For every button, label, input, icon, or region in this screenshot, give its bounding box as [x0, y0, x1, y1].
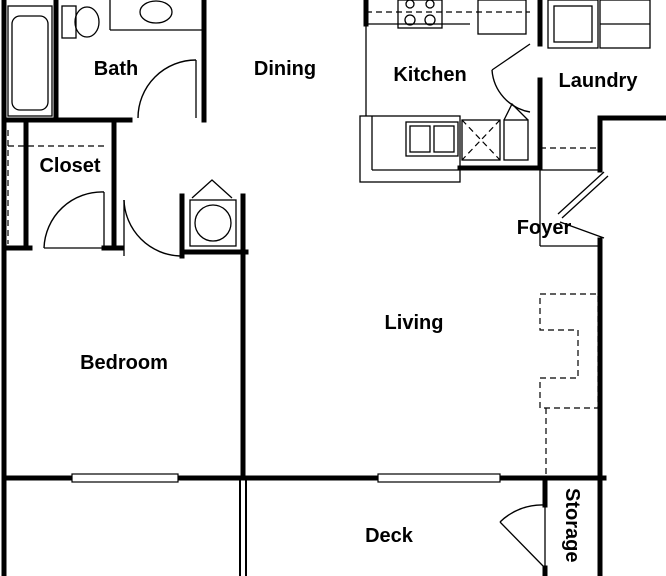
bath-door[interactable] [137, 59, 197, 119]
kitchen-door[interactable] [491, 43, 531, 113]
room-labels: Bath Dining Kitchen Laundry Closet Foyer… [39, 58, 638, 562]
washer-dryer [547, 0, 651, 49]
room-label-foyer: Foyer [517, 217, 572, 239]
refrigerator [477, 0, 527, 35]
storage-door[interactable] [499, 504, 546, 569]
bath-vanity [109, 0, 204, 31]
entry-door[interactable] [557, 171, 609, 239]
room-label-storage: Storage [561, 488, 583, 562]
kitchen-counter [359, 11, 530, 183]
water-heater [189, 179, 237, 247]
room-label-living: Living [385, 312, 444, 334]
windows [71, 473, 501, 483]
room-label-dining: Dining [254, 58, 316, 80]
closet-shelf [7, 130, 108, 244]
closet-door[interactable] [43, 191, 105, 249]
living-builtin [539, 293, 599, 478]
room-label-bedroom: Bedroom [80, 352, 168, 374]
stove [397, 0, 443, 29]
room-label-closet: Closet [39, 155, 100, 177]
foyer-closet [539, 147, 600, 247]
room-label-laundry: Laundry [559, 70, 639, 92]
dishwasher [461, 119, 501, 161]
room-label-deck: Deck [365, 525, 414, 547]
toilet [61, 5, 100, 39]
bathtub [7, 5, 53, 117]
pantry [503, 102, 529, 161]
room-label-bath: Bath [94, 58, 138, 80]
room-label-kitchen: Kitchen [393, 64, 466, 86]
kitchen-sink [405, 121, 459, 157]
bedroom-door[interactable] [123, 199, 181, 257]
